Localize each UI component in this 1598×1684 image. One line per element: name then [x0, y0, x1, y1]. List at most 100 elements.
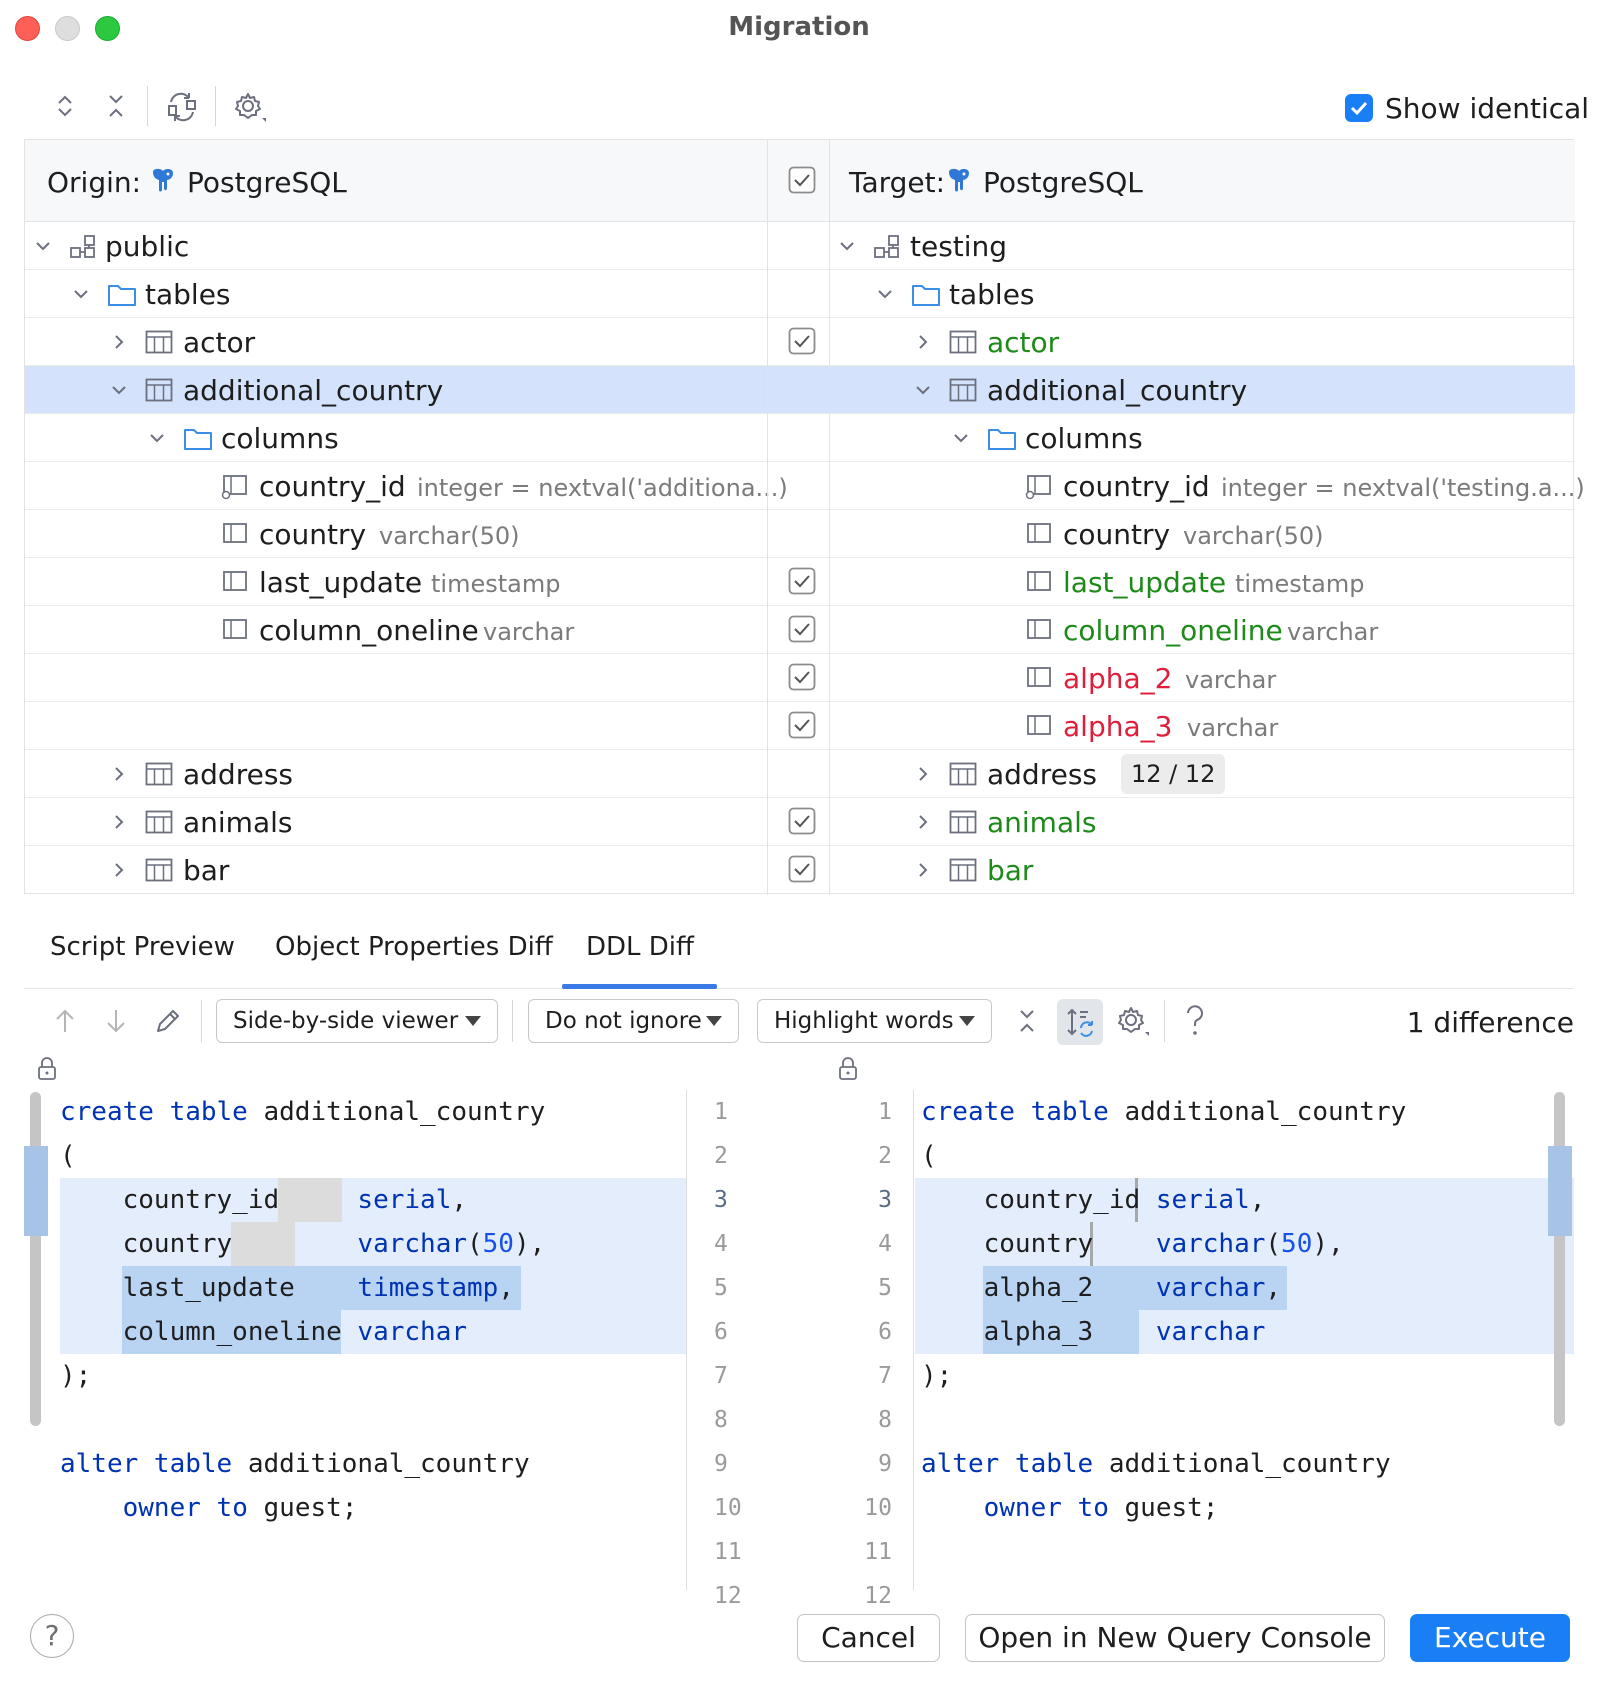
- tree-row-column-oneline[interactable]: column_oneline varchar column_oneline va…: [25, 606, 1575, 654]
- right-scrollbar[interactable]: [1554, 1092, 1565, 1426]
- checkbox-checked-icon[interactable]: [788, 327, 816, 355]
- previous-difference-icon[interactable]: [50, 1006, 80, 1036]
- viewer-mode-dropdown[interactable]: Side-by-side viewer: [216, 999, 498, 1043]
- chevron-down-icon[interactable]: [71, 284, 91, 304]
- tree-row-animals[interactable]: animals animals: [25, 798, 1575, 846]
- target-column-country-type: varchar(50): [1183, 522, 1324, 550]
- chevron-right-icon[interactable]: [913, 860, 933, 880]
- maximize-window-button[interactable]: [95, 16, 120, 41]
- next-difference-icon[interactable]: [101, 1006, 131, 1036]
- chevron-right-icon[interactable]: [109, 812, 129, 832]
- left-line-number: 8: [714, 1407, 728, 1433]
- chevron-right-icon[interactable]: [913, 764, 933, 784]
- chevron-right-icon[interactable]: [109, 764, 129, 784]
- ddl-diff-viewer[interactable]: create table additional_country ( countr…: [24, 1090, 1574, 1609]
- origin-table-address: address: [183, 758, 294, 791]
- tab-object-properties-diff[interactable]: Object Properties Diff: [275, 932, 553, 962]
- tab-ddl-diff[interactable]: DDL Diff: [586, 932, 694, 962]
- chevron-down-icon[interactable]: [33, 236, 53, 256]
- left-code-line-5: last_update timestamp,: [60, 1273, 514, 1303]
- open-in-new-query-console-button[interactable]: Open in New Query Console: [965, 1614, 1385, 1662]
- help-question-icon[interactable]: [1180, 1002, 1210, 1040]
- checkbox-checked-icon[interactable]: [788, 807, 816, 835]
- left-line-number: 2: [714, 1143, 728, 1169]
- chevron-down-icon[interactable]: [109, 380, 129, 400]
- left-code-line-9: alter table additional_country: [60, 1449, 530, 1479]
- column-icon: [1025, 570, 1053, 594]
- chevron-down-icon[interactable]: [913, 380, 933, 400]
- tree-row-country-id[interactable]: country_id integer = nextval('additiona.…: [25, 462, 1585, 510]
- show-identical-checkbox[interactable]: Show identical: [1345, 91, 1589, 125]
- chevron-right-icon[interactable]: [109, 860, 129, 880]
- close-window-button[interactable]: [15, 16, 40, 41]
- chevron-down-icon[interactable]: [147, 428, 167, 448]
- tree-row-actor[interactable]: actor actor: [25, 318, 1575, 366]
- difference-count: 1 difference: [1406, 1006, 1574, 1039]
- tree-row-address[interactable]: address address 12 / 12: [25, 750, 1575, 798]
- tree-row-additional-country[interactable]: additional_country additional_country: [25, 366, 1575, 414]
- execute-button[interactable]: Execute: [1410, 1614, 1570, 1662]
- checkbox-checked-icon[interactable]: [788, 615, 816, 643]
- ignore-whitespace-dropdown[interactable]: Do not ignore: [528, 999, 739, 1043]
- dropdown-arrow-icon: [959, 1016, 975, 1026]
- chevron-right-icon[interactable]: [913, 332, 933, 352]
- column-icon: [1025, 522, 1053, 546]
- left-line-number: 9: [714, 1451, 728, 1477]
- column-icon: [1025, 666, 1053, 690]
- table-icon: [949, 330, 977, 354]
- collapse-unchanged-icon[interactable]: [1012, 1006, 1042, 1036]
- left-scrollbar[interactable]: [30, 1092, 41, 1426]
- tree-row-columns-folder[interactable]: columns columns: [25, 414, 1575, 462]
- target-column-column-oneline: column_oneline: [1063, 614, 1283, 647]
- tree-row-alpha-2[interactable]: alpha_2 varchar: [25, 654, 1575, 702]
- swap-sides-icon[interactable]: [165, 90, 199, 124]
- target-table-address: address: [987, 758, 1098, 791]
- edit-pencil-icon[interactable]: [152, 1005, 184, 1037]
- target-column-alpha-2-type: varchar: [1185, 666, 1277, 694]
- left-code-line-2: (: [60, 1141, 76, 1171]
- checkbox-checked-icon[interactable]: [1345, 94, 1373, 122]
- target-column-country: country: [1063, 518, 1171, 551]
- checkbox-checked-icon[interactable]: [788, 663, 816, 691]
- table-icon: [949, 858, 977, 882]
- checkbox-checked-icon[interactable]: [788, 711, 816, 739]
- diff-settings-gear-icon[interactable]: [1115, 1004, 1151, 1040]
- sync-scroll-toggle[interactable]: [1057, 999, 1103, 1045]
- chevron-right-icon[interactable]: [913, 812, 933, 832]
- right-code-line-3: country_id serial,: [921, 1185, 1266, 1215]
- target-table-actor: actor: [987, 326, 1060, 359]
- checkbox-checked-icon[interactable]: [788, 855, 816, 883]
- tree-row-alpha-3[interactable]: alpha_3 varchar: [25, 702, 1575, 750]
- right-line-number: 3: [878, 1187, 892, 1213]
- collapse-all-icon[interactable]: [101, 91, 131, 121]
- chevron-down-icon[interactable]: [951, 428, 971, 448]
- select-all-checkbox-icon[interactable]: [788, 166, 816, 194]
- table-icon: [145, 378, 173, 402]
- origin-table-bar: bar: [183, 854, 230, 887]
- tree-row-schema[interactable]: public testing: [25, 222, 1575, 270]
- highlight-mode-dropdown[interactable]: Highlight words: [757, 999, 992, 1043]
- expand-all-icon[interactable]: [50, 91, 80, 121]
- folder-icon: [107, 282, 137, 308]
- minimize-window-button[interactable]: [55, 16, 80, 41]
- settings-gear-icon[interactable]: [232, 90, 268, 126]
- tab-script-preview[interactable]: Script Preview: [50, 932, 235, 962]
- tree-row-bar[interactable]: bar bar: [25, 846, 1575, 894]
- help-button[interactable]: ?: [30, 1614, 74, 1658]
- table-icon: [145, 810, 173, 834]
- ignore-mode-value: Do not ignore: [545, 1008, 702, 1034]
- primary-key-column-icon: [221, 474, 249, 500]
- chevron-down-icon[interactable]: [837, 236, 857, 256]
- tree-row-last-update[interactable]: last_update timestamp last_update timest…: [25, 558, 1575, 606]
- tree-row-country[interactable]: country varchar(50) country varchar(50): [25, 510, 1575, 558]
- cancel-button[interactable]: Cancel: [797, 1614, 940, 1662]
- chevron-down-icon[interactable]: [875, 284, 895, 304]
- tree-row-tables-folder[interactable]: tables tables: [25, 270, 1575, 318]
- right-code-line-6: alpha_3 varchar: [921, 1317, 1266, 1347]
- chevron-right-icon[interactable]: [109, 332, 129, 352]
- active-tab-indicator: [562, 984, 717, 989]
- right-code-line-10: owner to guest;: [983, 1493, 1219, 1523]
- target-column-column-oneline-type: varchar: [1287, 618, 1379, 646]
- right-line-number: 4: [878, 1231, 892, 1257]
- checkbox-checked-icon[interactable]: [788, 567, 816, 595]
